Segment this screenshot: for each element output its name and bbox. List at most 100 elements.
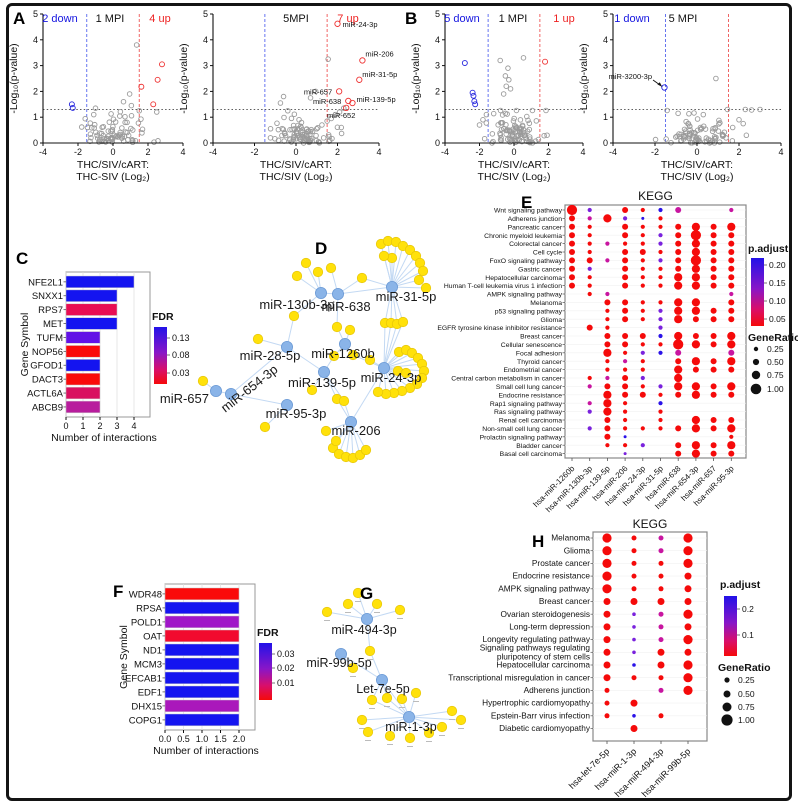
gene-node [330,435,342,447]
data-point [314,125,321,131]
legend-tick-label: 0.03 [277,649,295,659]
enrichment-dot [623,443,628,448]
generatio-size-dot [724,677,730,683]
data-point [652,136,659,143]
enrichment-dot [587,249,592,255]
pathway-label: Cellular senescence [501,342,562,349]
count-annotation: 1 up [553,13,574,25]
enrichment-dot [631,675,637,681]
gene-label-TUFM: TUFM [37,333,63,344]
gene-node [436,721,448,733]
label: 0 [33,138,38,148]
enrichment-dot [674,273,683,282]
panel-letter-G: G [360,584,373,603]
bar-WDR48 [164,587,240,601]
data-point [683,128,689,134]
gene-node [423,727,435,739]
point-label-miR-31-5p: miR-31-5p [362,70,397,79]
label: 1 [203,112,208,122]
fdr-gradient-bar [259,643,272,700]
data-point [481,135,488,142]
data-point [303,132,310,139]
enrichment-dot [727,382,736,391]
gene-label-EDF1: EDF1 [138,687,162,698]
data-point [359,57,366,64]
network-edge [337,286,393,295]
label: -4 [39,147,47,157]
data-point [527,134,533,140]
bar-SNXX1 [65,289,118,302]
mirna-hub-miR-654-3p [224,387,237,400]
data-point [267,135,274,141]
data-point [503,83,509,89]
y-axis-title: Gene Symbol [118,625,130,689]
data-point [480,117,486,123]
enrichment-dot [728,249,735,255]
label: 3 [114,421,119,431]
enrichment-dot [729,291,734,297]
mirna-hub-miR-657 [209,384,222,397]
enrichment-dot [640,342,645,347]
enrichment-dot [569,249,575,255]
network-edge [383,367,418,385]
data-point [94,135,101,141]
network-edge [408,710,453,718]
generatio-size-label: 1.00 [767,384,784,394]
enrichment-dot [630,725,638,732]
label: 0 [293,147,298,157]
data-point [282,132,289,139]
enrichment-dot [658,233,663,238]
data-point [505,65,511,71]
data-point [313,132,319,139]
count-annotation: 7 up [337,13,358,25]
gene-node [360,444,372,456]
mirna-col-label: hsa-miR-99b-5p [640,746,693,799]
data-point [748,107,755,113]
enrichment-dot [658,266,663,271]
data-point [97,130,103,136]
enrichment-dot [623,216,628,221]
generatio-size-label: 0.75 [767,370,784,380]
enrichment-dot [728,232,735,239]
network-edge [383,323,398,369]
data-point [686,135,693,141]
data-point [345,97,352,105]
enrichment-dot [604,341,611,348]
legend-tick-label: 0.05 [769,314,786,324]
enrichment-dot [587,266,592,271]
enrichment-dot [674,306,683,315]
enrichment-dot [604,713,610,719]
gene-node [396,693,408,705]
enrichment-dot [603,610,611,618]
hub-label-miR-657: miR-657 [160,391,209,406]
generatio-size-label: 0.75 [738,702,755,712]
mirna-hub-miR-206 [344,415,357,428]
pathway-label: Small cell lung cancer [496,384,563,391]
enrichment-dot [622,232,629,239]
enrichment-dot [569,274,575,281]
data-point [497,107,504,114]
enrichment-dot [587,409,592,414]
enrichment-dot [728,274,735,281]
enrichment-dot [640,367,645,372]
enrichment-dot [640,207,645,213]
label: 3 [435,61,440,71]
data-point [499,112,506,118]
bar-ACTL6A [65,386,101,400]
bar-NOP56 [65,345,101,358]
enrichment-dot [710,341,717,348]
enrichment-dot [658,417,663,423]
enrichment-dot [604,700,610,706]
enrichment-dot [675,391,682,398]
data-point [275,126,282,133]
data-point [757,106,763,113]
gene-label-NFE2L1: NFE2L1 [28,277,63,288]
enrichment-dot [691,264,701,273]
enrichment-dot [674,382,683,391]
x-axis-title: Number of interactions [153,745,259,757]
enrichment-dot [622,223,629,230]
enrichment-dot [623,359,628,364]
label: -4 [609,147,617,157]
data-point [312,88,319,95]
